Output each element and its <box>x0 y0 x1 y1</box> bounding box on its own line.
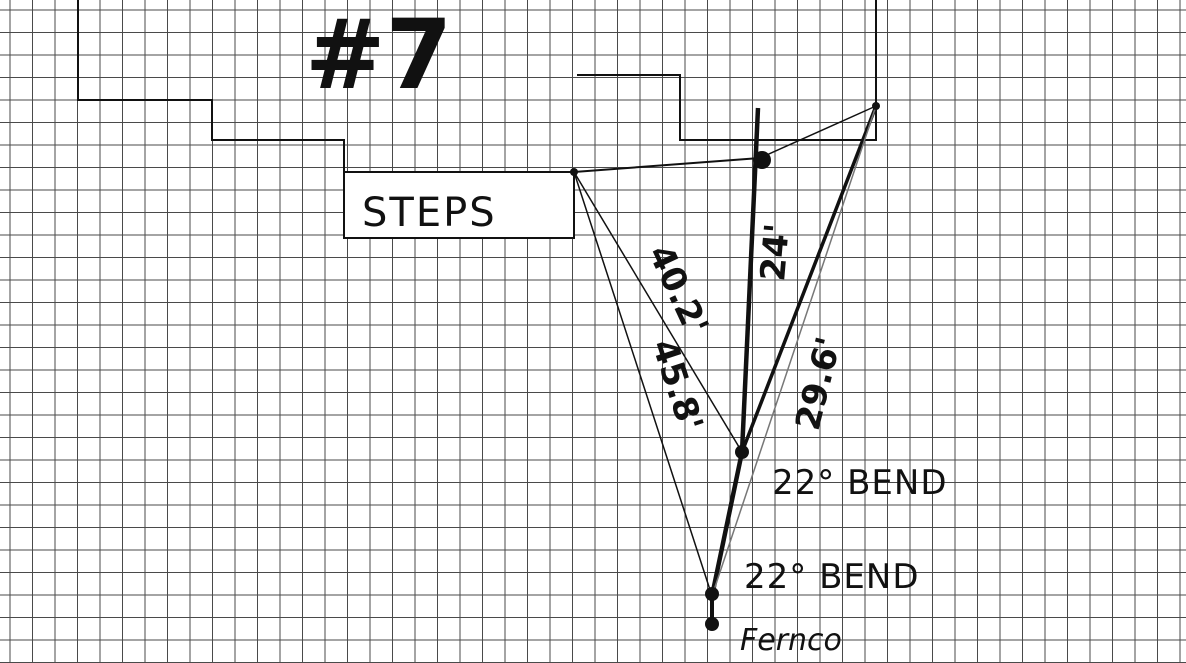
diag-40-line <box>573 171 743 453</box>
steps-box: STEPS <box>343 171 575 239</box>
sheet-title: #7 <box>305 0 452 111</box>
diag-45-line <box>573 171 713 597</box>
lower-bend-label: 22° BEND <box>744 557 920 597</box>
corner-dot <box>872 102 880 110</box>
steps-label: STEPS <box>362 190 497 236</box>
cleanout-dot <box>753 151 771 169</box>
pipe-lines <box>573 105 878 624</box>
main-pipe-lower <box>709 451 745 597</box>
right-pipe-line <box>740 105 878 453</box>
joint-dots <box>570 102 880 631</box>
fernco-dot <box>705 617 719 631</box>
right-diag-line <box>711 105 877 597</box>
upper-bend-label: 22° BEND <box>772 463 948 503</box>
cleanout-to-corner-line <box>759 105 877 159</box>
steps-to-cleanout-line <box>573 157 761 173</box>
building-outline <box>77 0 877 172</box>
steps-corner-dot <box>570 168 578 176</box>
dim-label-24: 24' <box>753 222 798 283</box>
lower-bend-dot <box>705 587 719 601</box>
upper-bend-dot <box>735 445 749 459</box>
fernco-label: Fernco <box>740 623 842 658</box>
